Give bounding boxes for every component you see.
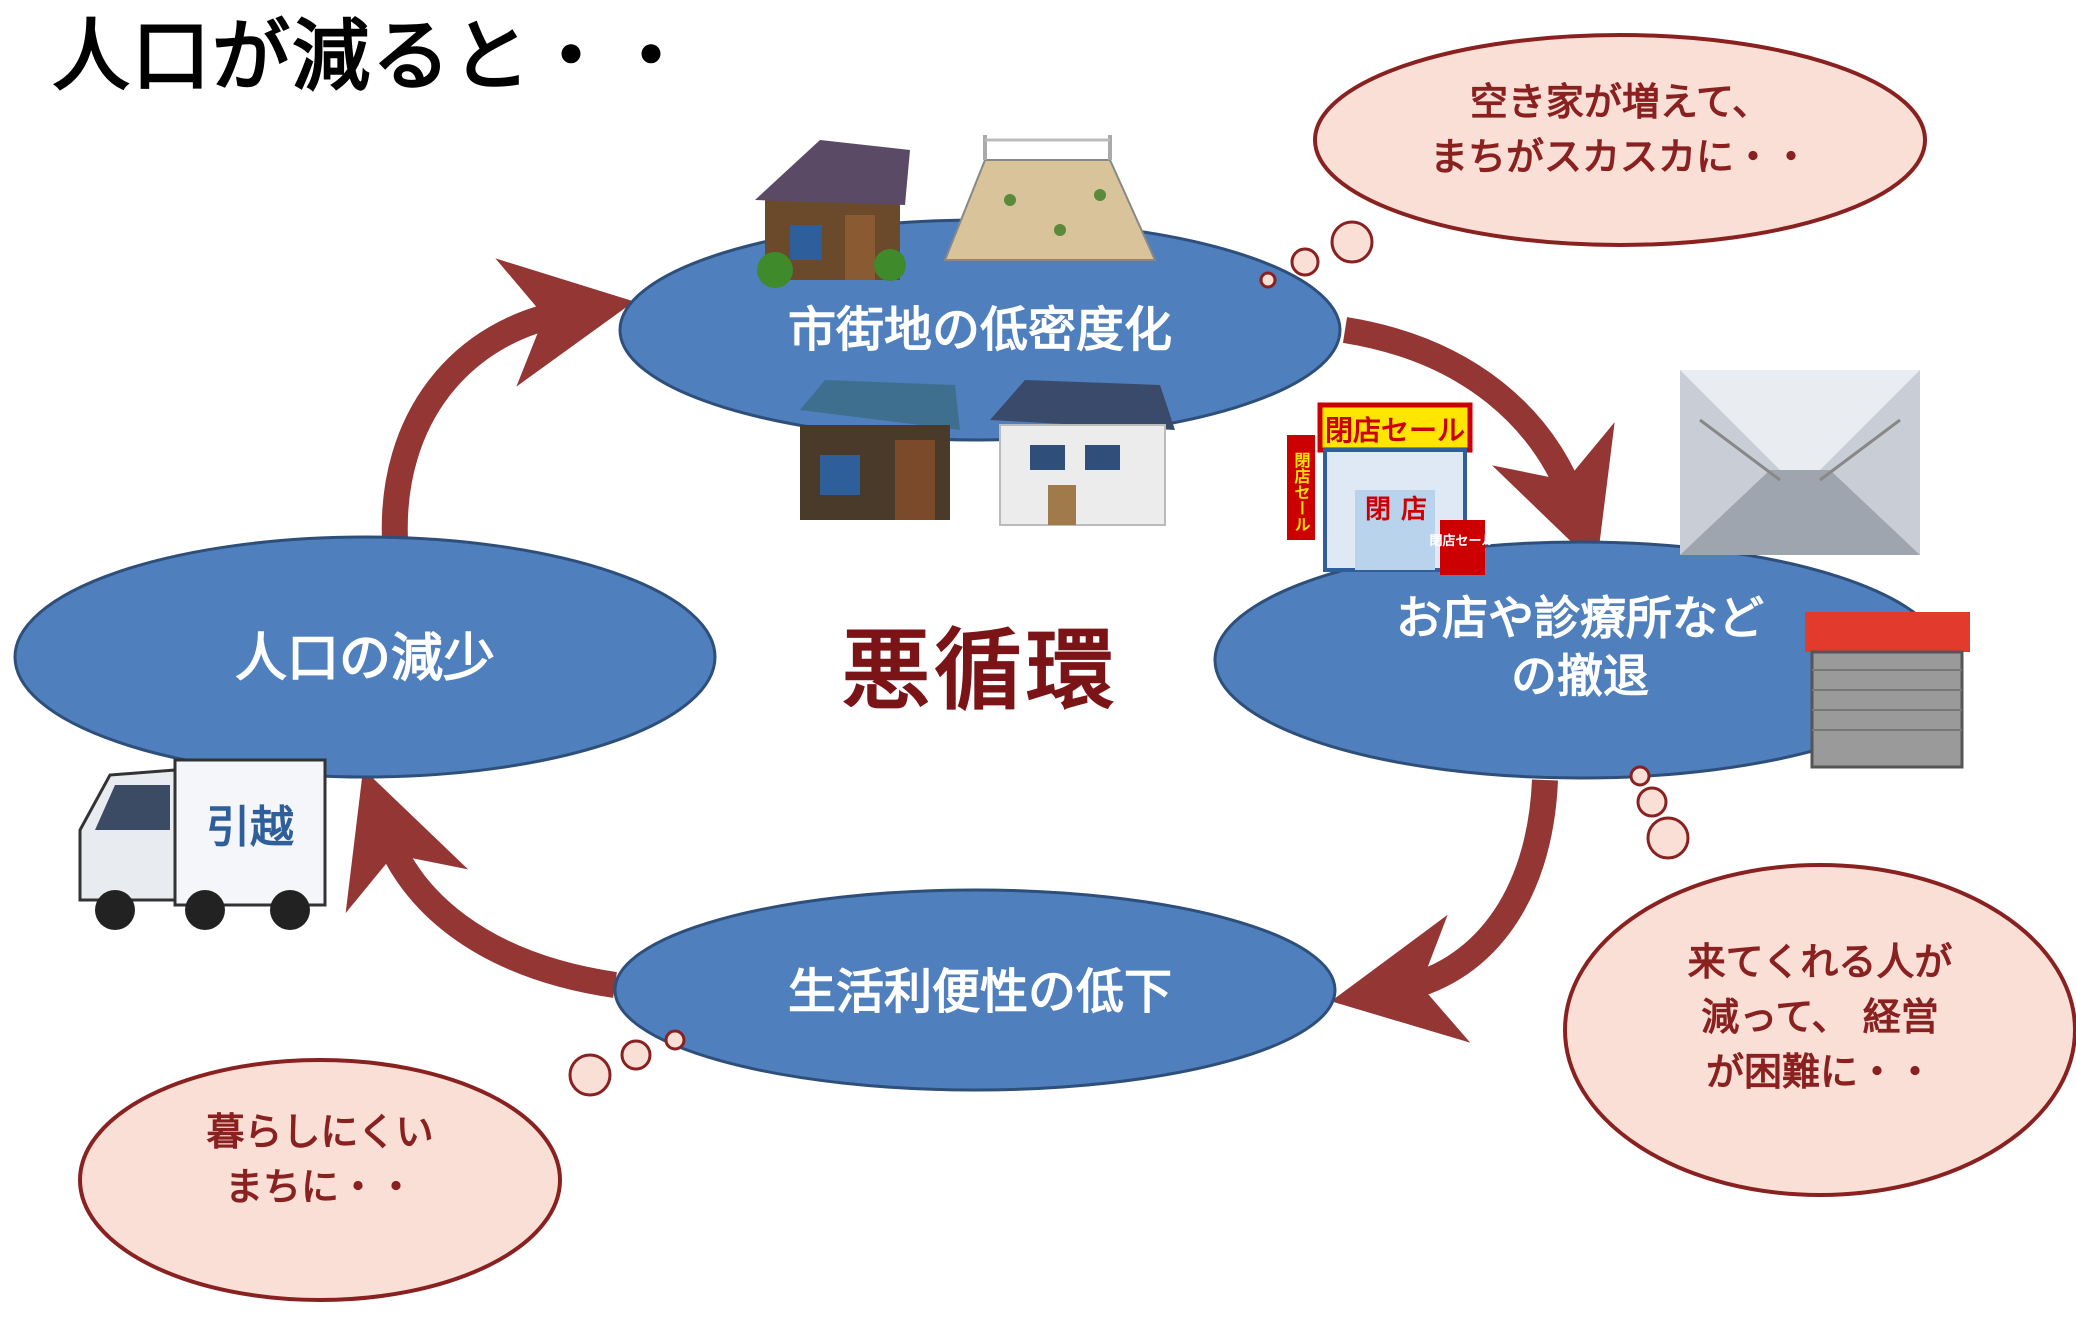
abandoned-house-icon [755, 140, 910, 288]
node-right-line-1: お店や診療所など [1396, 591, 1764, 645]
bubble-bottom-right-text: 来てくれる人が 減って、 経営 が困難に・・ [1620, 935, 2020, 1100]
node-right-line-2: の撤退 [1511, 648, 1649, 703]
bubble-bottom-right-line-3: が困難に・・ [1705, 1050, 1934, 1095]
store-window-char-2: 店 [1401, 495, 1427, 525]
bubble-bottom-left-text: 暮らしにくい まちに・・ [150, 1105, 490, 1215]
page-title: 人口が減ると・・ [52, 12, 693, 102]
arrow-right-to-bottom [1330, 779, 1558, 1043]
bubble-bottom-right-line-1: 来てくれる人が [1687, 940, 1953, 984]
store-sign-text: 閉店セール [1325, 414, 1465, 447]
node-right-label: お店や診療所など の撤退 [1320, 590, 1840, 705]
cycle-arrows [345, 258, 1615, 1043]
arrow-top-to-right [1342, 317, 1615, 567]
node-left-shape [13, 535, 717, 779]
ruined-house-icon [990, 380, 1175, 526]
store-window-char-1: 閉 [1365, 495, 1391, 525]
run-down-house-icon [800, 380, 960, 520]
moving-truck-icon [78, 758, 327, 930]
bubble-bottom-left [78, 1029, 686, 1302]
truck-text: 引越 [206, 802, 295, 853]
closing-store-icon [1287, 402, 1485, 575]
bubble-top-right-line-1: 空き家が増えて、 [1469, 80, 1771, 124]
node-top-label: 市街地の低密度化 [787, 302, 1172, 358]
shuttered-shop-icon [1805, 612, 1970, 769]
bubble-top-right-text: 空き家が増えて、 まちがスカスカに・・ [1370, 75, 1870, 185]
store-board-text: 閉店セール [1429, 533, 1494, 549]
bubble-bottom-left-line-2: まちに・・ [224, 1165, 415, 1210]
bubble-bottom-right-line-2: 減って、 経営 [1701, 995, 1939, 1040]
node-bottom-shape [613, 888, 1337, 1092]
vacant-lot-icon [943, 135, 1157, 261]
center-label: 悪循環 [841, 618, 1118, 722]
arrow-bottom-to-left [345, 768, 617, 998]
node-bottom-label: 生活利便性の低下 [787, 964, 1172, 1020]
bubble-top-right-line-2: まちがスカスカに・・ [1429, 135, 1810, 180]
shopping-arcade-icon [1680, 370, 1920, 555]
bubble-bottom-right [1563, 765, 2076, 1197]
bubble-top-right [1259, 33, 1927, 289]
node-left-label: 人口の減少 [234, 629, 495, 689]
bubble-bottom-left-line-1: 暮らしにくい [206, 1110, 434, 1154]
store-banner-text: 閉店セール [1292, 452, 1311, 532]
arrow-left-to-top [381, 258, 635, 541]
